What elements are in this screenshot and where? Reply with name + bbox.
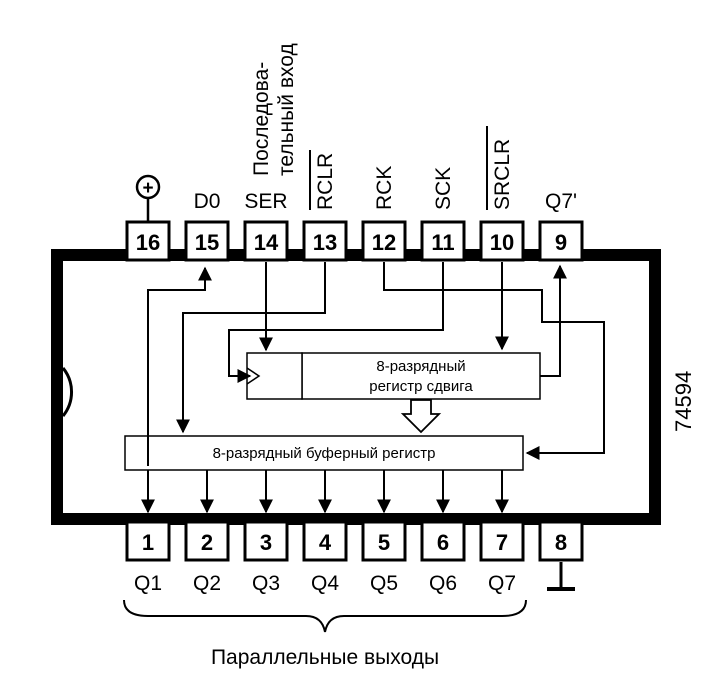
pin-4: 4 — [302, 520, 348, 562]
pin-7-label: Q7 — [488, 572, 516, 595]
buffer-register-block: 8-разрядный буферный регистр — [124, 435, 524, 471]
shift-register-flipflop — [246, 352, 303, 400]
pin-13: 13 — [302, 220, 348, 262]
pin-11-label: SCK — [432, 167, 455, 210]
pin-1-label: Q1 — [134, 572, 162, 595]
pin-13-number: 13 — [313, 230, 337, 255]
pin-14-label: SER — [244, 190, 287, 213]
pin-6: 6 — [420, 520, 466, 562]
buffer-register-label: 8-разрядный буферный регистр — [213, 445, 436, 462]
serial-input-note-line-2: тельный вход — [275, 43, 298, 176]
pin-8-number: 8 — [555, 530, 567, 555]
shift-register-label-1: 8-разрядный — [376, 358, 465, 375]
pin-9-number: 9 — [555, 230, 567, 255]
pin-15-label: D0 — [194, 190, 221, 213]
pin-1-number: 1 — [142, 530, 154, 555]
internal-wiring — [141, 262, 605, 514]
shift-register-label-2: регистр сдвига — [369, 378, 473, 395]
outputs-brace — [123, 599, 527, 633]
pin-15: 15 — [184, 220, 230, 262]
pin-2: 2 — [184, 520, 230, 562]
pin-13-label: RCLR — [314, 153, 337, 210]
pin-12: 12 — [361, 220, 407, 262]
power-symbol: + — [135, 174, 161, 222]
bottom-pin-labels: Q1 Q2 Q3 Q4 Q5 Q6 Q7 — [134, 562, 575, 595]
pin-16-number: 16 — [136, 230, 160, 255]
top-pins: 16 15 14 13 12 11 10 9 — [125, 220, 584, 262]
part-number: 74594 — [671, 371, 696, 432]
pin-5: 5 — [361, 520, 407, 562]
ground-symbol — [547, 562, 575, 591]
pin-6-number: 6 — [437, 530, 449, 555]
pin-16: 16 — [125, 220, 171, 262]
pin-12-number: 12 — [372, 230, 396, 255]
pin-11: 11 — [420, 220, 466, 262]
pin-15-number: 15 — [195, 230, 219, 255]
transfer-arrow — [400, 399, 442, 434]
pin-10: 10 — [479, 220, 525, 262]
pin-12-label: RCK — [373, 166, 396, 210]
pin-2-number: 2 — [201, 530, 213, 555]
pin-14-number: 14 — [254, 230, 279, 255]
pin-10-number: 10 — [490, 230, 514, 255]
pin-5-label: Q5 — [370, 572, 398, 595]
pin-3-label: Q3 — [252, 572, 280, 595]
pin-5-number: 5 — [378, 530, 390, 555]
pin-3-number: 3 — [260, 530, 272, 555]
pin-8: 8 — [538, 520, 584, 562]
pin-7-number: 7 — [496, 530, 508, 555]
pin-1: 1 — [125, 520, 171, 562]
pin-10-label: SRCLR — [491, 139, 514, 210]
pin-11-number: 11 — [431, 230, 454, 255]
chip-notch — [61, 367, 73, 417]
top-pin-labels: + D0 SER RCLR RCK SCK SRCLR Q7' Последов… — [135, 43, 577, 222]
pin-4-label: Q4 — [311, 572, 339, 595]
shift-register-block: 8-разрядный регистр сдвига — [301, 352, 541, 400]
pin-4-number: 4 — [319, 530, 332, 555]
bottom-pins: 1 2 3 4 5 6 7 8 — [125, 520, 584, 562]
parallel-outputs-caption: Параллельные выходы — [211, 646, 439, 669]
pin-7: 7 — [479, 520, 525, 562]
power-plus-icon: + — [142, 178, 153, 199]
pin-6-label: Q6 — [429, 572, 457, 595]
pin-2-label: Q2 — [193, 572, 221, 595]
pin-14: 14 — [243, 220, 289, 262]
pin-3: 3 — [243, 520, 289, 562]
serial-input-note-line-1: Последова- — [250, 62, 273, 176]
pin-9-label: Q7' — [545, 190, 577, 213]
pin-9: 9 — [538, 220, 584, 262]
